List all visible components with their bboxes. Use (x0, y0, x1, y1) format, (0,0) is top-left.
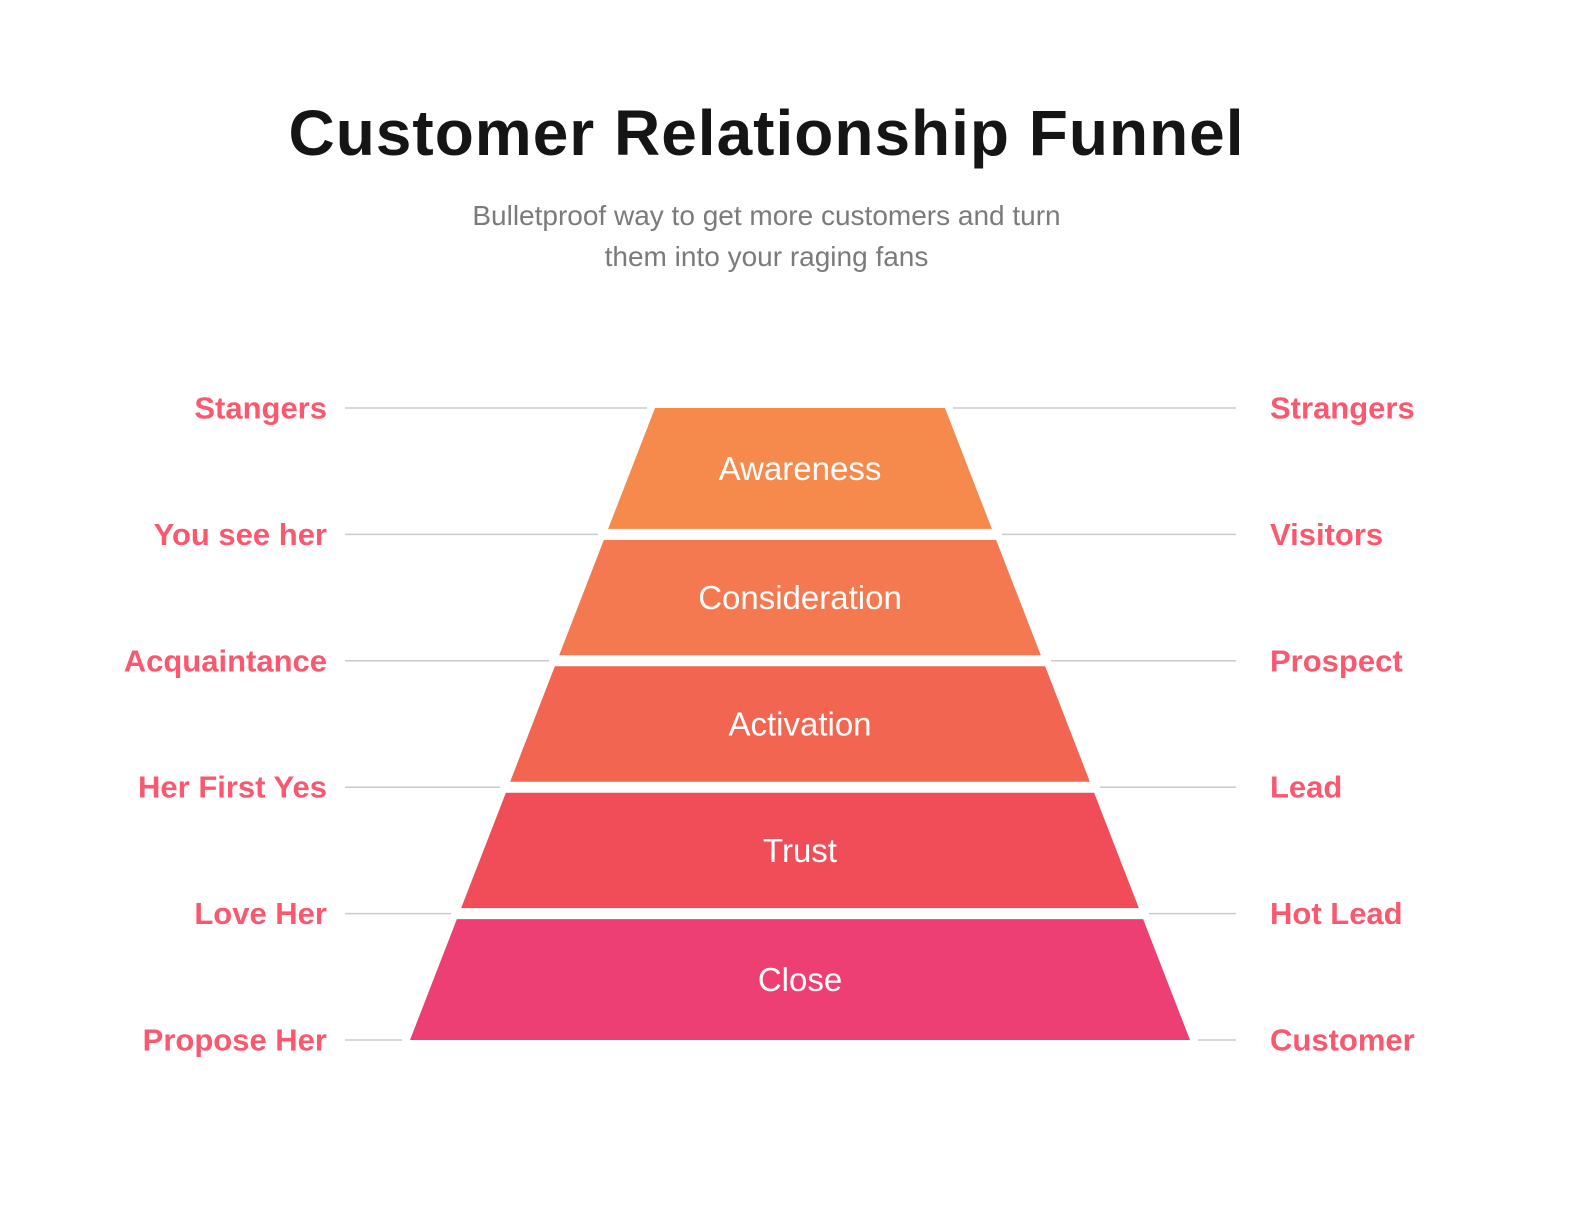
right-label-hot-lead: Hot Lead (1270, 896, 1403, 931)
left-label-acquaintance: Acquaintance (124, 643, 327, 678)
right-label-lead: Lead (1270, 770, 1342, 805)
right-label-prospect: Prospect (1270, 643, 1403, 678)
right-label-customer: Customer (1270, 1023, 1415, 1058)
left-label-you-see-her: You see her (154, 517, 327, 552)
funnel-segment (608, 408, 992, 529)
left-label-propose-her: Propose Her (143, 1023, 327, 1058)
stage-label-close: Close (758, 961, 842, 998)
page-title: Customer Relationship Funnel (288, 97, 1245, 169)
subtitle-line-1: Bulletproof way to get more customers an… (472, 200, 1061, 231)
right-label-strangers: Strangers (1270, 391, 1415, 426)
stage-label-consideration: Consideration (698, 579, 902, 616)
left-label-stangers: Stangers (194, 391, 327, 426)
funnel-segment (461, 792, 1139, 909)
funnel-segment (510, 666, 1090, 782)
stage-label-trust: Trust (763, 832, 837, 869)
funnel-segments (410, 408, 1190, 1040)
funnel-segment (410, 919, 1190, 1040)
left-label-her-first-yes: Her First Yes (138, 770, 327, 805)
left-labels: Stangers You see her Acquaintance Her Fi… (124, 391, 327, 1058)
header: Customer Relationship Funnel Bulletproof… (0, 0, 1557, 277)
connector-lines (345, 407, 1236, 1041)
left-label-love-her: Love Her (194, 896, 327, 931)
stage-label-activation: Activation (728, 706, 871, 743)
right-labels: Strangers Visitors Prospect Lead Hot Lea… (1270, 391, 1415, 1058)
stage-labels: Awareness Consideration Activation Trust… (698, 450, 902, 998)
funnel-segment (559, 539, 1041, 656)
subtitle-line-2: them into your raging fans (604, 240, 929, 272)
stage-label-awareness: Awareness (719, 450, 882, 487)
subtitle: Bulletproof way to get more customers an… (0, 196, 1557, 277)
right-label-visitors: Visitors (1270, 517, 1383, 552)
